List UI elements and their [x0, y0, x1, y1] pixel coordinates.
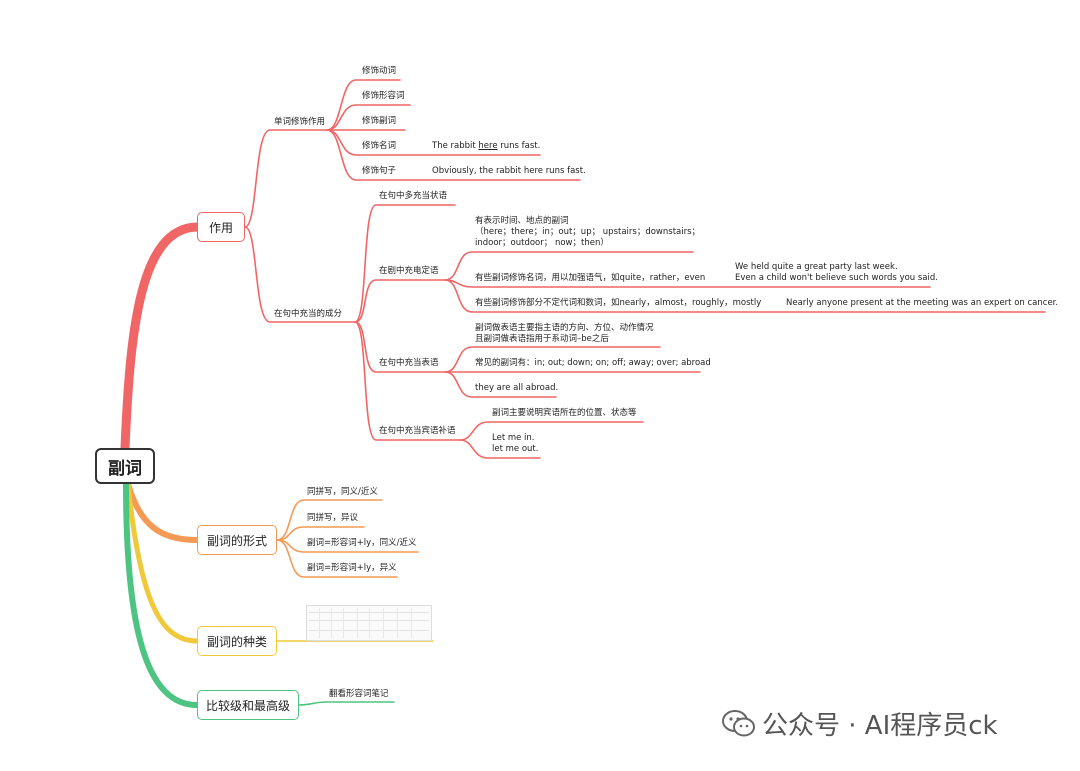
leaf-modify-adverb[interactable]: 修饰副词 — [362, 116, 397, 126]
attributive-item-1-line3: indoor；outdoor； now；then） — [475, 238, 609, 248]
comparison-note[interactable]: 翻看形容词笔记 — [329, 689, 389, 699]
leaf-modify-adjective[interactable]: 修饰形容词 — [362, 91, 405, 101]
types-table-thumbnail[interactable] — [306, 605, 432, 641]
predicative-item-3: they are all abroad. — [475, 383, 559, 393]
leaf-modify-sentence[interactable]: 修饰句子 — [362, 166, 397, 176]
attributive-example-2a: We held quite a great party last week. — [735, 262, 898, 272]
example-modify-sentence: Obviously, the rabbit here runs fast. — [432, 166, 586, 176]
object-complement-item-2a: Let me in. — [492, 433, 535, 443]
attributive-item-3: 有些副词修饰部分不定代词和数词，如nearly，almost，roughly，m… — [475, 298, 762, 308]
branch-types[interactable]: 副词的种类 — [197, 626, 277, 656]
attributive-item-2: 有些副词修饰名词，用以加强语气，如quite，rather，even — [475, 273, 706, 283]
connector-root-forms — [125, 481, 200, 543]
leaf-modify-noun[interactable]: 修饰名词 — [362, 141, 397, 151]
predicative-item-2: 常见的副词有：in; out; down; on; off; away; ove… — [475, 358, 711, 368]
root-node[interactable]: 副词 — [95, 448, 155, 484]
predicative-item-1-line2: 且副词做表语指用于系动词–be之后 — [475, 334, 609, 344]
form-item-3[interactable]: 副词=形容词+ly，同义/近义 — [307, 538, 417, 548]
watermark-text: 公众号 · AI程序员ck — [762, 711, 998, 741]
leaf-modify-verb[interactable]: 修饰动词 — [362, 66, 397, 76]
predicative-item-1-line1: 副词做表语主要指主语的方向、方位、动作情况 — [475, 323, 654, 333]
attributive-item-1-line2: （here；there；in；out；up； upstairs；downstai… — [475, 227, 701, 237]
form-item-1[interactable]: 同拼写，同义/近义 — [307, 487, 378, 497]
wechat-icon — [722, 709, 755, 736]
connector-root-comparison — [123, 481, 200, 708]
object-complement-item-1: 副词主要说明宾语所在的位置、状态等 — [492, 408, 637, 418]
branch-comparison[interactable]: 比较级和最高级 — [197, 690, 299, 720]
attributive-example-2b: Even a child won't believe such words yo… — [735, 273, 938, 283]
connector-root-types — [125, 481, 200, 644]
branch-role[interactable]: 作用 — [197, 212, 245, 242]
node-sentence-components[interactable]: 在句中充当的成分 — [274, 309, 343, 319]
node-adverbial[interactable]: 在句中多充当状语 — [379, 191, 448, 201]
example-modify-noun: The rabbit here runs fast. — [432, 141, 541, 151]
object-complement-item-2b: let me out. — [492, 444, 539, 454]
node-single-word[interactable]: 单词修饰作用 — [274, 117, 326, 127]
node-object-complement[interactable]: 在句中充当宾语补语 — [379, 426, 456, 436]
node-predicative[interactable]: 在句中充当表语 — [379, 358, 439, 368]
connector-root-role — [120, 222, 202, 453]
attributive-item-1-line1: 有表示时间、地点的副词 — [475, 216, 569, 226]
form-item-4[interactable]: 副词=形容词+ly，异义 — [307, 563, 397, 573]
node-attributive[interactable]: 在剧中充电定语 — [379, 266, 439, 276]
watermark: 公众号 · AI程序员ck — [722, 705, 998, 742]
branch-forms[interactable]: 副词的形式 — [197, 525, 277, 555]
attributive-example-3: Nearly anyone present at the meeting was… — [786, 298, 1059, 308]
form-item-2[interactable]: 同拼写，异议 — [307, 513, 359, 523]
